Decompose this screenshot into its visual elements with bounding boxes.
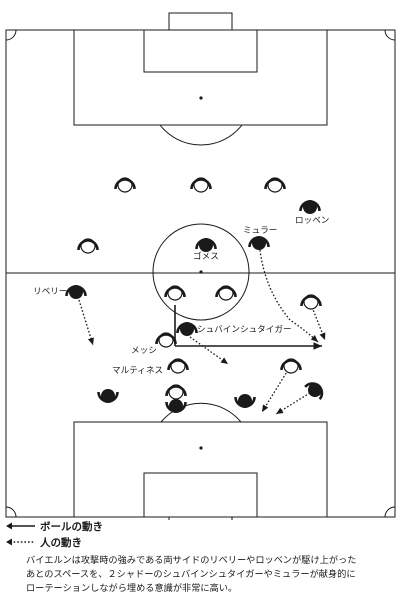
legend-ball-movement: ボールの動き xyxy=(6,519,103,533)
player-robben-start xyxy=(299,200,321,214)
top-penalty-spot xyxy=(199,96,203,100)
player-martinez xyxy=(167,358,189,374)
bottom-penalty-arc xyxy=(160,402,242,423)
top-penalty-box xyxy=(73,29,328,126)
player-defender-left xyxy=(97,389,119,403)
player-opponent-left-mid xyxy=(77,238,99,254)
player-name-labels: ロッベン ミュラー ゴメス リベリー シュバインシュタイガー メッシ マルティネ… xyxy=(33,216,329,376)
player-schweinsteiger xyxy=(176,322,198,336)
player-defender-center-right xyxy=(234,394,256,408)
player-opponent-center-left xyxy=(164,285,186,301)
bottom-goal-area xyxy=(143,472,258,518)
people-movement-robben xyxy=(311,306,326,341)
legend-people-line-icon xyxy=(6,538,35,546)
label-messi: メッシ xyxy=(131,346,157,356)
player-defender-far-right xyxy=(304,382,324,401)
bottom-penalty-box xyxy=(73,421,328,518)
label-martinez: マルティネス xyxy=(112,365,163,376)
player-ribery xyxy=(65,285,87,299)
pitch-diagram: ロッベン ミュラー ゴメス リベリー シュバインシュタイガー メッシ マルティネ… xyxy=(5,12,396,520)
top-goal xyxy=(168,12,233,31)
label-robben: ロッベン xyxy=(295,216,329,226)
player-muller xyxy=(248,236,270,250)
people-movement-opponent-fb-right xyxy=(261,369,289,413)
player-gomez xyxy=(195,238,217,252)
people-movement-ribery xyxy=(78,299,94,346)
caption-text: バイエルンは攻撃時の強みである両サイドのリベリーやロッベンが駆け上がった あとの… xyxy=(26,555,357,594)
players-layer xyxy=(65,177,324,413)
label-ribery: リベリー xyxy=(33,287,67,297)
people-movement-opponent-wing-right xyxy=(275,390,314,415)
legend-ball-line-icon xyxy=(6,522,35,530)
bottom-goal xyxy=(168,516,233,520)
player-opponent-top-left xyxy=(114,177,136,193)
people-movement-schweinsteiger xyxy=(189,336,229,365)
center-circle xyxy=(152,223,250,321)
player-opponent-top-right xyxy=(264,177,286,193)
label-muller: ミュラー xyxy=(243,225,277,236)
label-gomez: ゴメス xyxy=(193,250,219,262)
corner-arc-bottom-left xyxy=(5,506,17,518)
top-goal-area xyxy=(143,29,258,73)
corner-arc-top-left xyxy=(5,29,17,41)
field-markings xyxy=(5,12,396,520)
legend-people-label: 人の動き xyxy=(40,536,82,549)
player-messi xyxy=(155,332,177,348)
bottom-penalty-spot xyxy=(199,446,203,450)
player-opponent-center-right xyxy=(215,285,237,301)
top-penalty-arc xyxy=(159,124,243,146)
player-defender-center-left xyxy=(165,384,187,400)
player-opponent-right-wing xyxy=(280,358,302,374)
corner-arc-bottom-right xyxy=(384,506,396,518)
legend-ball-label: ボールの動き xyxy=(40,520,103,533)
player-defender-center xyxy=(165,399,187,413)
people-movement-muller xyxy=(259,249,319,343)
movement-arrows xyxy=(78,249,326,415)
player-opponent-top-center xyxy=(190,177,212,193)
center-spot xyxy=(199,270,203,274)
label-schweinsteiger: シュバインシュタイガー xyxy=(197,324,292,335)
legend-people-movement: 人の動き xyxy=(6,535,82,549)
player-opponent-right-fb xyxy=(300,294,322,310)
corner-arc-top-right xyxy=(384,29,396,41)
